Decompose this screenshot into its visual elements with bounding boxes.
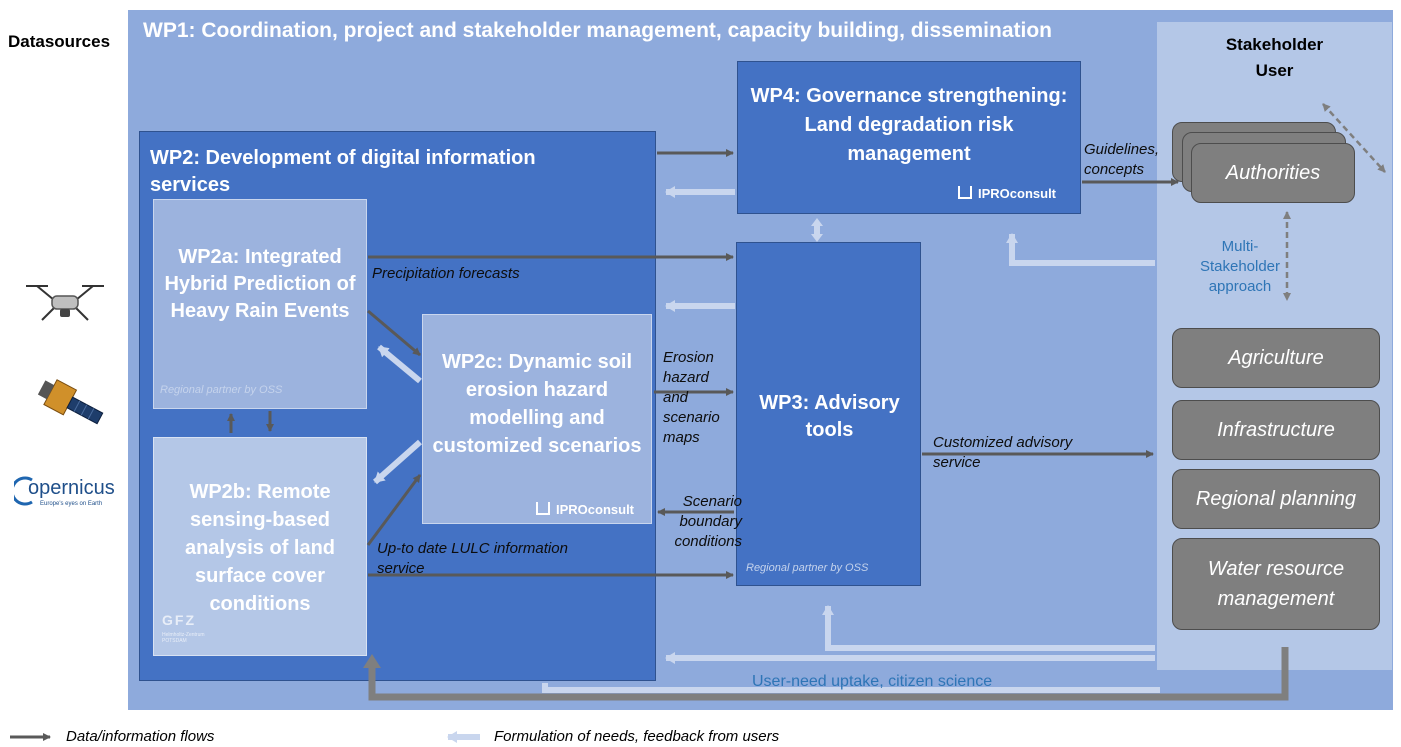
copernicus-c-icon bbox=[14, 476, 33, 506]
wp2b-title: WP2b: Remote sensing-based analysis of l… bbox=[184, 481, 336, 615]
lulc-label: Up-to date LULC information service bbox=[377, 540, 568, 577]
wp3-box bbox=[736, 242, 921, 586]
water-resource-box: Water resource management bbox=[1172, 538, 1380, 630]
datasources-label: Datasources bbox=[8, 32, 111, 51]
precipitation-label: Precipitation forecasts bbox=[372, 265, 520, 282]
partner-oss-wp3: Regional partner by OSS bbox=[746, 562, 869, 574]
drone-icon bbox=[26, 285, 104, 321]
copernicus-tagline: Europe's eyes on Earth bbox=[40, 501, 103, 507]
feedback-wp2c-to-wp2a bbox=[377, 344, 422, 384]
copernicus-logo: opernicus Europe's eyes on Earth bbox=[14, 474, 124, 514]
flow-wp2a-to-wp2c bbox=[367, 309, 421, 357]
feedback-bottom-line bbox=[542, 683, 1160, 693]
feedback-wp2c-to-wp2b bbox=[373, 439, 422, 485]
wp2b-box bbox=[153, 437, 367, 656]
satellite-icon bbox=[37, 379, 104, 425]
wp2c-title: WP2c: Dynamic soil erosion hazard modell… bbox=[432, 351, 642, 457]
wp2-title: WP2: Development of digital information … bbox=[150, 147, 536, 196]
copernicus-wordmark: opernicus bbox=[28, 477, 115, 499]
scenario-boundary-label: Scenario boundary conditions bbox=[674, 493, 742, 550]
partner-oss-wp2a: Regional partner by OSS bbox=[160, 384, 283, 396]
feedback-stakeholder-to-wp3 bbox=[822, 605, 1155, 651]
flow-user-need-uptake bbox=[368, 647, 1289, 701]
multi-stakeholder-label: Multi-Stakeholder approach bbox=[1199, 238, 1281, 295]
ipro-text-4: IPROconsult bbox=[978, 186, 1057, 201]
dashed-authorities-outside bbox=[1322, 103, 1386, 173]
legend-feedback-label: Formulation of needs, feedback from user… bbox=[494, 728, 780, 745]
flow-user-need-uptake-head bbox=[363, 654, 381, 668]
wp2a-box bbox=[153, 199, 367, 409]
stakeholder-title: Stakeholder User bbox=[1225, 35, 1324, 80]
feedback-stakeholder-to-wp4 bbox=[1006, 233, 1155, 266]
flow-wp2b-to-wp2c bbox=[366, 474, 422, 546]
ipro-logo-icon bbox=[536, 502, 550, 515]
user-need-label: User-need uptake, citizen science bbox=[752, 673, 993, 690]
gfz-logo: GFZ bbox=[162, 612, 196, 628]
wp2c-box bbox=[422, 314, 652, 524]
ipro-logo-wp2c: IPROconsult bbox=[536, 502, 634, 517]
wp1-title: WP1: Coordination, project and stakehold… bbox=[143, 19, 1052, 42]
ipro-text-c: IPROconsult bbox=[556, 502, 635, 517]
customized-advisory-label: Customized advisory service bbox=[933, 434, 1073, 471]
feedback-wp3-wp4-head-down bbox=[811, 234, 823, 242]
legend-data-label: Data/information flows bbox=[66, 728, 215, 745]
wp4-title: WP4: Governance strengthening: Land degr… bbox=[750, 85, 1068, 165]
wp2a-title: WP2a: Integrated Hybrid Prediction of He… bbox=[164, 246, 356, 322]
agriculture-box: Agriculture bbox=[1172, 328, 1380, 388]
erosion-maps-label: Erosion hazard and scenario maps bbox=[663, 349, 720, 446]
regional-planning-box: Regional planning bbox=[1172, 469, 1380, 529]
wp3-title: WP3: Advisory tools bbox=[759, 392, 900, 441]
gfz-logo-subtitle: Helmholtz-Zentrum POTSDAM bbox=[162, 632, 205, 644]
guidelines-label: Guidelines, concepts bbox=[1084, 141, 1160, 178]
infrastructure-box: Infrastructure bbox=[1172, 400, 1380, 460]
feedback-wp3-wp4-head-up bbox=[811, 218, 823, 226]
ipro-logo-wp4: IPROconsult bbox=[958, 186, 1056, 201]
wp4-box bbox=[737, 61, 1081, 214]
ipro-logo-icon bbox=[958, 186, 972, 199]
